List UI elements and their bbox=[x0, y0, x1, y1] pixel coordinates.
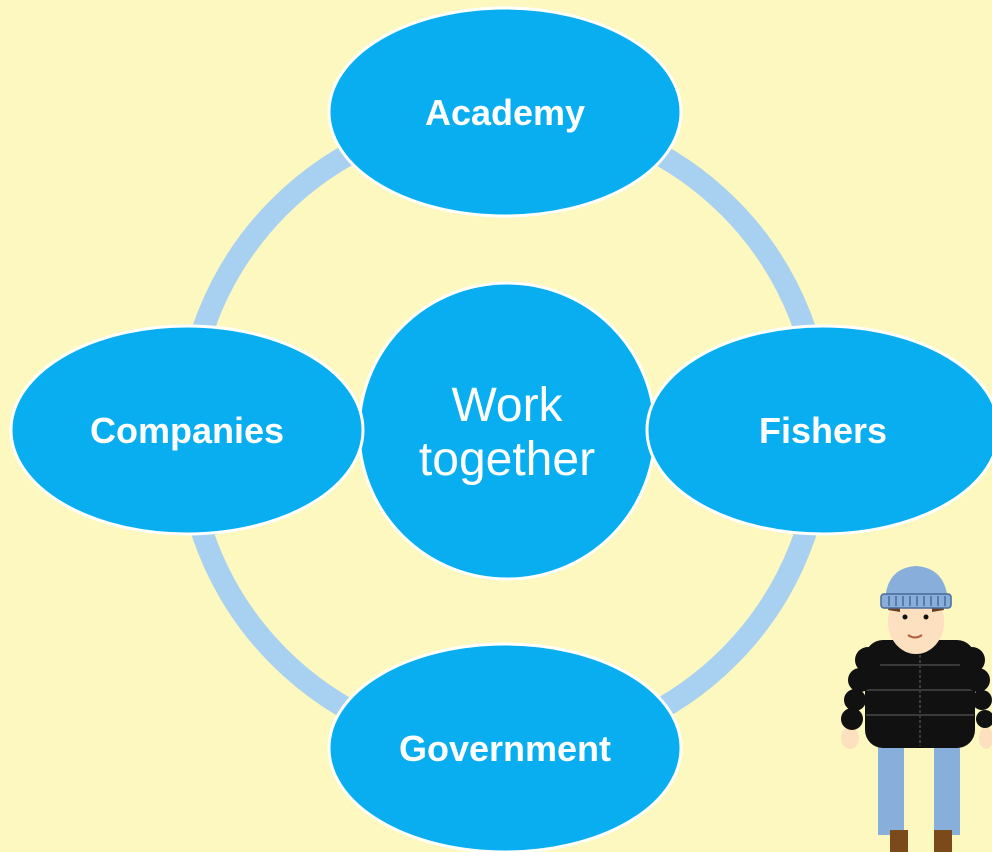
fisher-arm-left bbox=[841, 647, 881, 730]
fisher-leg-left bbox=[878, 740, 904, 835]
node-academy-shape bbox=[327, 6, 683, 218]
node-government-label: Government bbox=[399, 728, 611, 769]
fisher-eye-right bbox=[923, 614, 929, 620]
node-companies: Companies bbox=[9, 324, 365, 536]
fisher-eye-left bbox=[902, 614, 908, 620]
fisher-hand-right bbox=[979, 727, 992, 749]
center-label-line1: Work bbox=[451, 379, 563, 432]
fisher-arm-right bbox=[959, 647, 992, 728]
node-companies-shape bbox=[9, 324, 365, 536]
node-academy-label: Academy bbox=[425, 92, 585, 133]
node-companies-label: Companies bbox=[90, 410, 284, 451]
fisher-mouth bbox=[907, 634, 923, 639]
fisher-leg-right bbox=[934, 740, 960, 835]
node-government-shape bbox=[327, 642, 683, 852]
node-fishers-shape bbox=[645, 324, 992, 536]
fisher-jacket bbox=[865, 640, 975, 748]
fisher-boot-right bbox=[934, 830, 952, 852]
node-fishers-label: Fishers bbox=[759, 410, 887, 451]
node-government: Government bbox=[327, 642, 683, 852]
node-fishers: Fishers bbox=[645, 324, 992, 536]
node-academy: Academy bbox=[327, 6, 683, 218]
center-node: Work together bbox=[357, 281, 657, 581]
fisher-beanie-brim bbox=[880, 593, 952, 609]
fisher-beanie-rib bbox=[888, 596, 946, 606]
fisher-hand-left bbox=[841, 727, 859, 749]
fisher-boot-left bbox=[890, 830, 908, 852]
fisher-beanie bbox=[885, 566, 948, 602]
center-label-line2: together bbox=[419, 433, 595, 486]
fisher-figure-icon bbox=[841, 566, 992, 852]
